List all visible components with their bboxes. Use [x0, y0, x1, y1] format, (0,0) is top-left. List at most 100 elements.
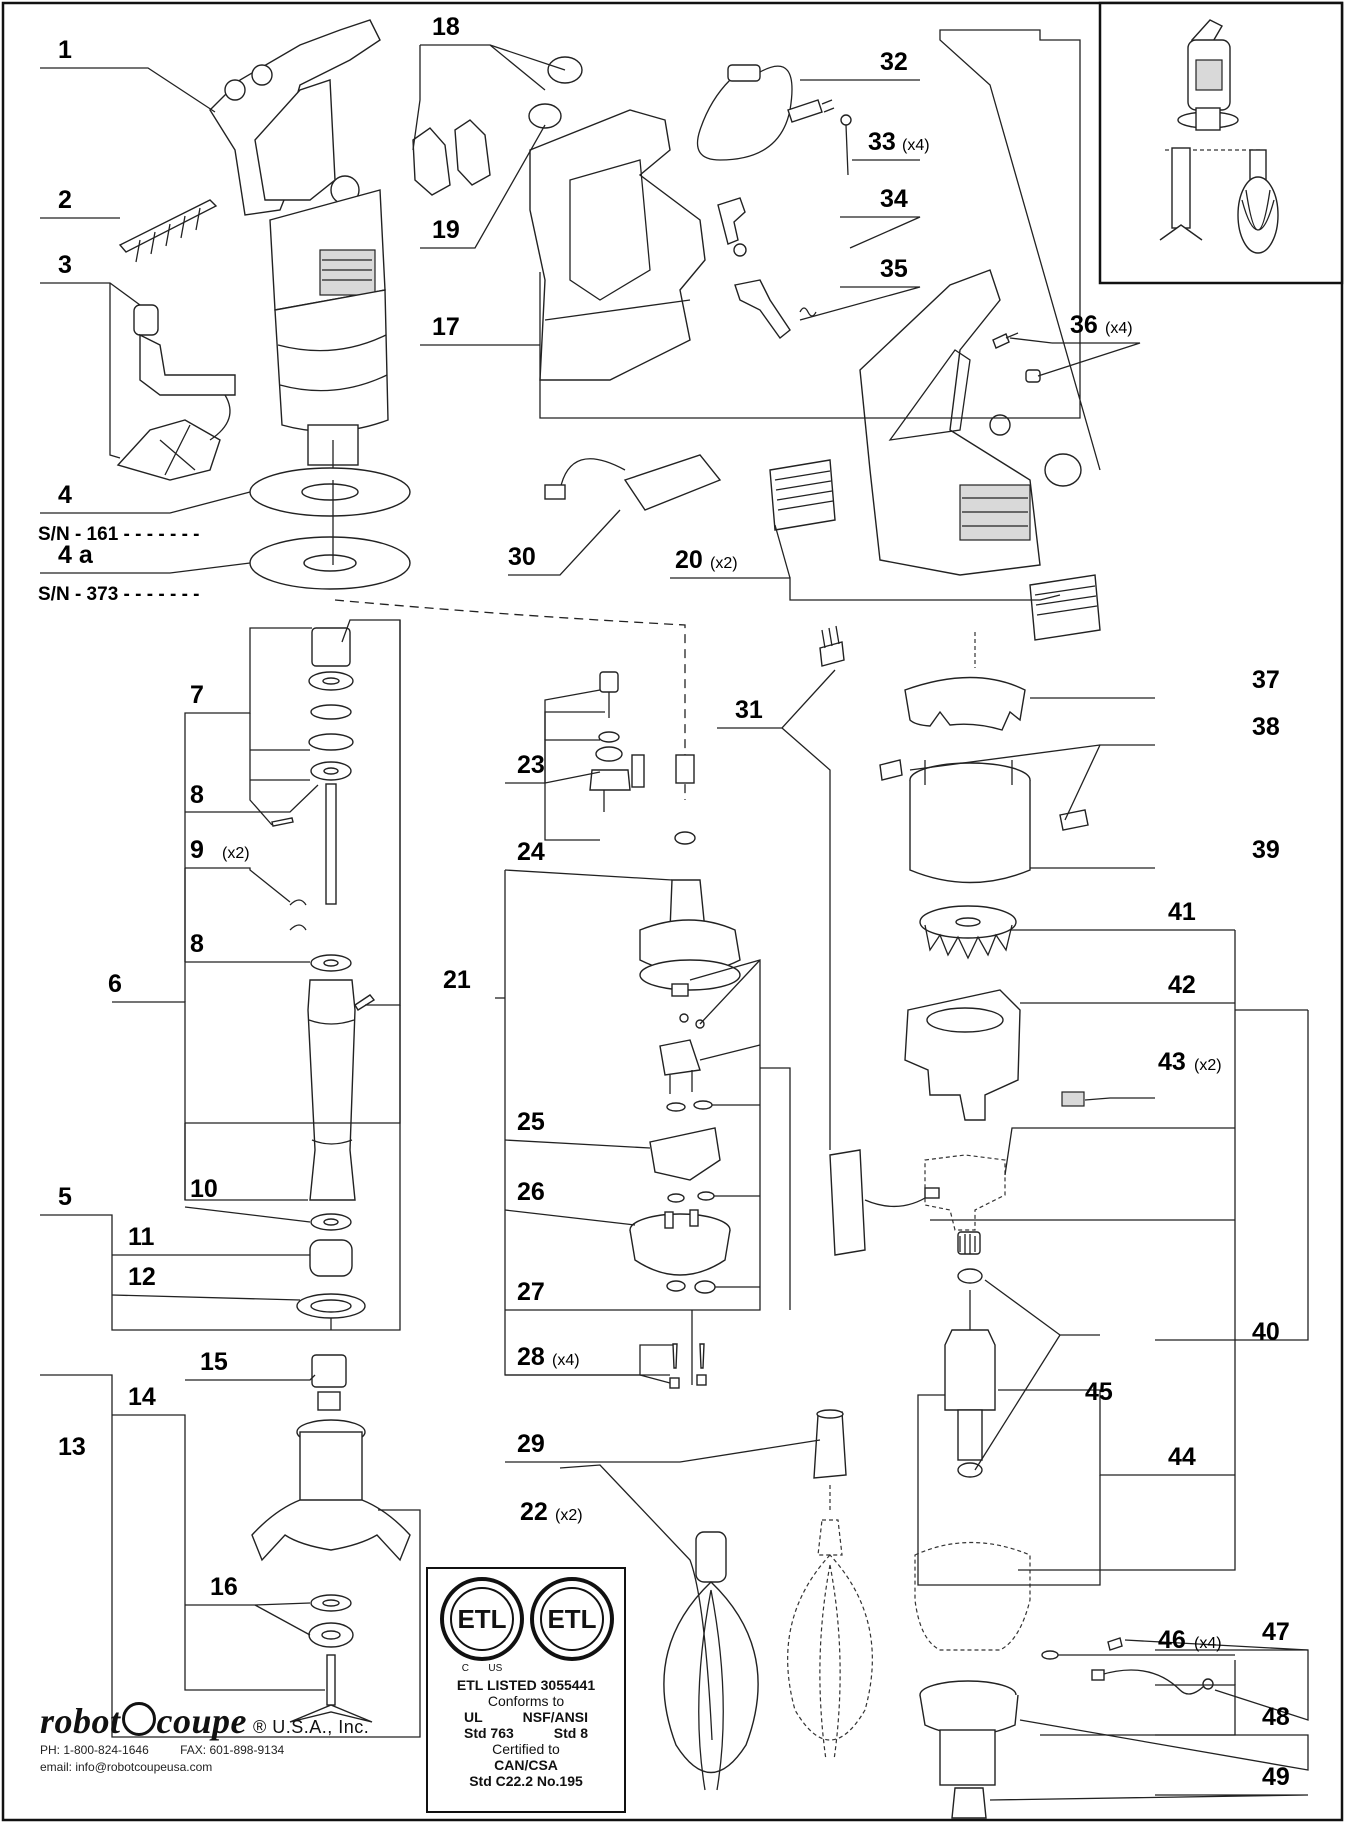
callout-36: 36: [1070, 311, 1098, 339]
caption-us: US: [488, 1663, 503, 1674]
callout-34: 34: [880, 185, 908, 213]
callout-41: 41: [1168, 898, 1196, 926]
can-csa: CAN/CSA: [494, 1757, 558, 1773]
part-22-whisks: [663, 1485, 873, 1791]
callout-7: 7: [190, 681, 204, 709]
part-1-motor-housing: [209, 19, 389, 480]
part-47-ground-wire: [1091, 1637, 1214, 1695]
part-28-screws: [669, 1310, 707, 1389]
etl-mark-text-2: ETL: [540, 1587, 604, 1651]
callout-37: 37: [1252, 666, 1280, 694]
brand-suffix: ® U.S.A., Inc.: [253, 1717, 370, 1737]
callout-20-qty: (x2): [710, 555, 738, 572]
std-ul: UL: [463, 1709, 483, 1725]
csa-standard: Std C22.2 No.195: [469, 1773, 583, 1789]
part-36-screws: [992, 332, 1041, 383]
callout-42: 42: [1168, 971, 1196, 999]
callout-36-qty: (x4): [1105, 320, 1133, 337]
callout-labels: 1 2 3 4 S/N - 161 - - - - - - - 4 a S/N …: [38, 13, 1290, 1791]
part-27-gears: [659, 983, 713, 1112]
inset-illustration: [1159, 19, 1279, 254]
callout-2: 2: [58, 186, 72, 214]
caption-c: C: [461, 1663, 469, 1674]
etl-marks: ETL C US ETL: [428, 1577, 624, 1677]
callout-26: 26: [517, 1178, 545, 1206]
callout-10: 10: [190, 1175, 218, 1203]
part-29-coupler: [813, 1409, 847, 1479]
part-30-pcb: [544, 454, 722, 511]
callout-47: 47: [1262, 1618, 1290, 1646]
part-41-fan: [919, 905, 1017, 960]
std-763: Std 763: [463, 1725, 514, 1741]
etl-mark-caption: C US: [444, 1663, 520, 1674]
callout-21: 21: [443, 966, 471, 994]
callout-9: 9: [190, 836, 204, 864]
part-26-lower-case: [629, 1209, 731, 1294]
etl-listed-mark-icon: ETL C US: [440, 1577, 524, 1674]
part-37-band: [904, 632, 1026, 731]
part-17-handle-shell: [529, 109, 706, 381]
callout-3: 3: [58, 251, 72, 279]
part-44-rotor: [944, 1231, 996, 1478]
callout-15: 15: [200, 1348, 228, 1376]
serial-number-373: S/N - 373 - - - - - - -: [38, 584, 200, 605]
handle-half-right: [859, 269, 1082, 576]
conforms-to: Conforms to: [487, 1693, 565, 1709]
part-25-gear-case: [649, 1127, 721, 1203]
callout-48: 48: [1262, 1703, 1290, 1731]
callout-28-qty: (x4): [552, 1352, 580, 1369]
callout-19: 19: [432, 216, 460, 244]
callout-30: 30: [508, 543, 536, 571]
callout-13: 13: [58, 1433, 86, 1461]
callout-4: 4: [58, 481, 72, 509]
callout-20: 20: [675, 546, 703, 574]
callout-4a: 4 a: [58, 541, 94, 569]
callout-38: 38: [1252, 713, 1280, 741]
callout-6: 6: [108, 970, 122, 998]
std-8: Std 8: [553, 1725, 588, 1741]
callout-46-qty: (x4): [1194, 1635, 1222, 1652]
callout-33: 33: [868, 128, 896, 156]
callout-35: 35: [880, 255, 908, 283]
part-31-switch-plate: [829, 1149, 940, 1256]
callout-17: 17: [432, 313, 460, 341]
callout-24: 24: [517, 838, 545, 866]
part-19-button: [528, 103, 562, 129]
part-46-stator-hidden: [914, 1541, 1059, 1660]
callout-25: 25: [517, 1108, 545, 1136]
callout-16: 16: [210, 1573, 238, 1601]
callout-29: 29: [517, 1430, 545, 1458]
etl-listed-number: ETL LISTED 3055441: [456, 1677, 596, 1693]
part-4a-disc: [249, 536, 411, 590]
part-31-connector: [819, 625, 845, 667]
callout-8-lower: 8: [190, 930, 204, 958]
callout-43: 43: [1158, 1048, 1186, 1076]
callout-33-qty: (x4): [902, 137, 930, 154]
part-6-shaft-assembly: [271, 627, 376, 1330]
part-42-frame: [904, 989, 1021, 1121]
callout-45: 45: [1085, 1378, 1113, 1406]
etl-mark-text-1: ETL: [450, 1587, 514, 1651]
callout-11: 11: [128, 1223, 155, 1251]
callout-5: 5: [58, 1183, 72, 1211]
brand-name-left: robot: [40, 1701, 121, 1741]
contact-email: email: info@robotcoupeusa.com: [40, 1760, 213, 1774]
part-39-stator-housing: [909, 760, 1031, 884]
callout-27: 27: [517, 1278, 545, 1306]
part-49-coupler-bottom: [951, 1787, 987, 1819]
part-48-base: [919, 1680, 1019, 1786]
etl-sanitation-mark-icon: ETL: [530, 1577, 614, 1661]
contact-phone-fax: PH: 1-800-824-1646 FAX: 601-898-9134: [40, 1742, 400, 1759]
callout-49: 49: [1262, 1763, 1290, 1791]
phone-number: PH: 1-800-824-1646: [40, 1743, 149, 1757]
part-32-power-cord: [696, 64, 835, 161]
part-24-housing: [639, 754, 741, 991]
callout-44: 44: [1168, 1443, 1196, 1471]
part-34-latch: [717, 197, 747, 257]
callout-39: 39: [1252, 836, 1280, 864]
callout-8-upper: 8: [190, 781, 204, 809]
robot-coupe-logo-icon: [121, 1702, 156, 1736]
